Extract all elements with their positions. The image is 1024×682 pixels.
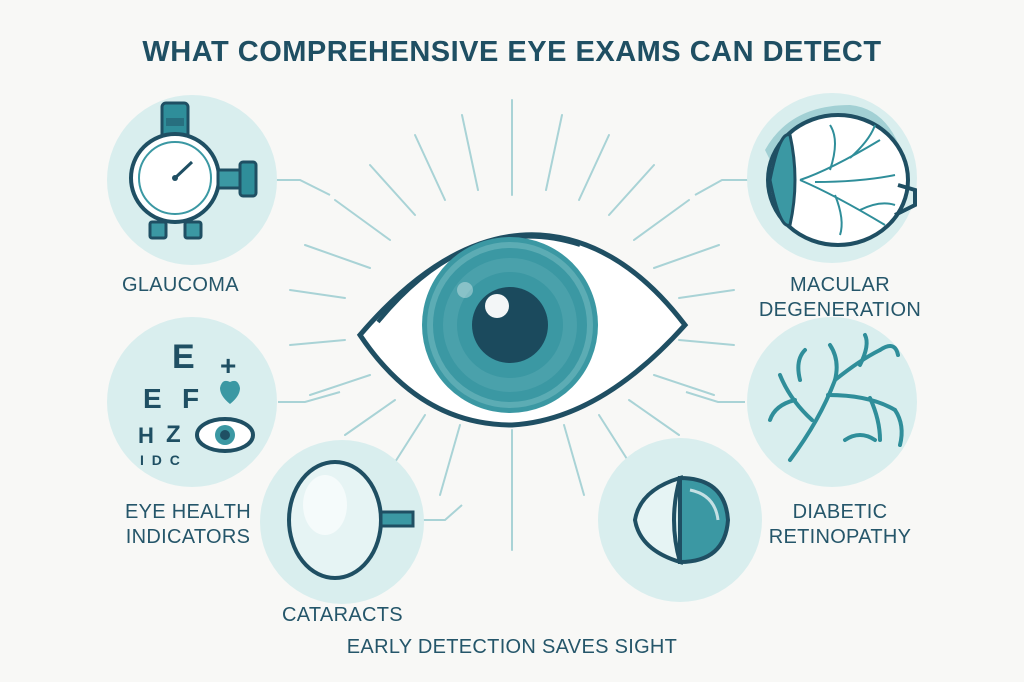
- pupil: [472, 287, 548, 363]
- ray: [628, 399, 680, 436]
- glaucoma-icon: [107, 95, 277, 265]
- eye-chart-letter: E: [143, 383, 162, 414]
- ray: [369, 164, 416, 216]
- connector-glaucoma: [275, 179, 331, 196]
- cornea-icon: [598, 438, 762, 602]
- central-eye-icon: [356, 232, 689, 428]
- ray: [678, 289, 735, 299]
- blood-vessels-icon: [747, 317, 917, 487]
- label-cataracts: CATARACTS: [282, 604, 403, 626]
- ray: [653, 244, 720, 269]
- ray: [334, 199, 391, 241]
- label-macular: MACULAR DEGENERATION: [740, 273, 940, 323]
- ray: [344, 399, 396, 436]
- ray: [304, 244, 371, 269]
- ray: [414, 134, 446, 201]
- connector-macular: [694, 179, 749, 196]
- label-diabetic: DIABETIC RETINOPATHY: [750, 500, 930, 550]
- label-eye-health-line2: INDICATORS: [125, 526, 251, 548]
- eye-chart-letter: I D C: [140, 452, 182, 468]
- ray: [461, 114, 479, 191]
- lens-icon: [260, 440, 424, 604]
- ray: [653, 374, 715, 396]
- page-title: WHAT COMPREHENSIVE EYE EXAMS CAN DETECT: [142, 36, 882, 68]
- retina-icon: [747, 93, 917, 263]
- ray: [309, 374, 371, 396]
- eye-chart-letter: H: [138, 423, 154, 448]
- eye-chart-letter: F: [182, 383, 200, 414]
- ray: [439, 424, 461, 496]
- connector-diabetic: [685, 391, 745, 403]
- label-diabetic-line2: RETINOPATHY: [768, 526, 912, 548]
- ray: [289, 339, 346, 346]
- label-eye-health-line1: EYE HEALTH: [125, 501, 251, 523]
- label-glaucoma: GLAUCOMA: [122, 274, 239, 296]
- connector-eye-health: [278, 391, 341, 403]
- ray: [678, 339, 735, 346]
- rays: [289, 99, 735, 551]
- ray: [545, 114, 563, 191]
- ray: [633, 199, 690, 241]
- footer-tagline: EARLY DETECTION SAVES SIGHT: [346, 636, 678, 658]
- eye-chart-icon: [107, 317, 277, 487]
- connectors: [275, 179, 749, 521]
- ray: [289, 289, 346, 299]
- eye-chart-letter: Z: [166, 421, 181, 448]
- eye-chart-letter: E: [172, 338, 195, 376]
- ray: [608, 164, 655, 216]
- eye-chart-plus: +: [220, 350, 237, 381]
- heart-icon: [220, 380, 240, 404]
- ray: [563, 424, 585, 496]
- label-diabetic-line1: DIABETIC: [792, 501, 888, 523]
- label-macular-line2: DEGENERATION: [758, 299, 922, 321]
- label-eye-health: EYE HEALTH INDICATORS: [98, 500, 278, 550]
- ray: [578, 134, 610, 201]
- label-macular-line1: MACULAR: [790, 274, 890, 296]
